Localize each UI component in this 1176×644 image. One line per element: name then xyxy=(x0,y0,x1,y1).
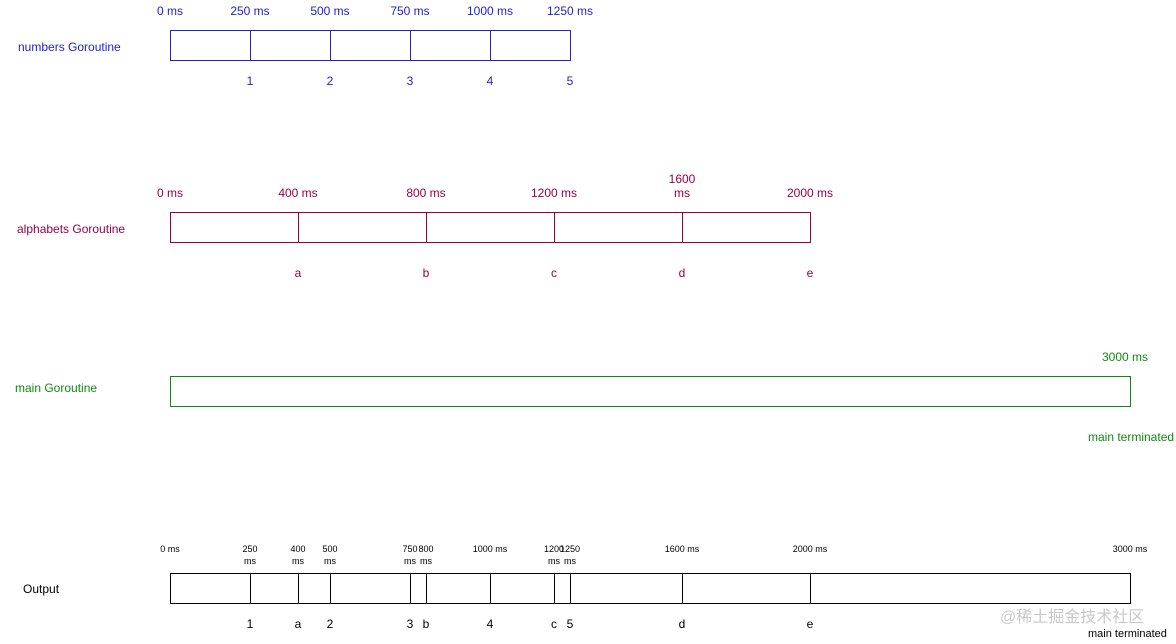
output-divider xyxy=(570,573,571,604)
alphabets-timeline-bar xyxy=(170,212,811,243)
output-event-label: 5 xyxy=(566,617,574,631)
output-divider xyxy=(810,573,811,604)
output-terminated-label: main terminated xyxy=(1088,628,1167,640)
output-tick-label: 2000 ms xyxy=(792,544,828,554)
output-event-label: 2 xyxy=(326,617,334,631)
numbers-tick-label: 750 ms xyxy=(390,4,430,18)
output-row-label: Output xyxy=(23,582,60,596)
output-tick-label: 0 ms xyxy=(160,544,180,554)
output-divider xyxy=(426,573,427,604)
output-event-label: b xyxy=(422,617,430,631)
output-event-label: 1 xyxy=(246,617,254,631)
numbers-event-label: 5 xyxy=(566,74,574,88)
numbers-timeline-bar xyxy=(170,30,571,61)
output-event-label: d xyxy=(678,617,686,631)
alphabets-tick-label: 800 ms xyxy=(406,186,446,200)
alphabets-divider xyxy=(554,212,555,243)
alphabets-divider xyxy=(426,212,427,243)
main-end-tick: 3000 ms xyxy=(1102,350,1149,364)
numbers-divider xyxy=(250,30,251,61)
numbers-tick-label: 1000 ms xyxy=(466,4,514,18)
numbers-event-label: 4 xyxy=(486,74,494,88)
output-event-label: a xyxy=(294,617,302,631)
alphabets-divider xyxy=(298,212,299,243)
output-event-label: e xyxy=(806,617,814,631)
numbers-event-label: 1 xyxy=(246,74,254,88)
alphabets-event-label: a xyxy=(294,266,302,280)
numbers-tick-label: 1250 ms xyxy=(546,4,594,18)
numbers-tick-label: 0 ms xyxy=(156,4,183,18)
output-tick-label: 1000 ms xyxy=(472,544,508,554)
alphabets-row-label: alphabets Goroutine xyxy=(17,222,126,236)
numbers-tick-label: 250 ms xyxy=(230,4,270,18)
numbers-row-label: numbers Goroutine xyxy=(18,40,121,54)
numbers-event-label: 2 xyxy=(326,74,334,88)
output-tick-label: 1600 ms xyxy=(664,544,700,554)
alphabets-event-label: d xyxy=(678,266,686,280)
alphabets-tick-label: 0 ms xyxy=(156,186,183,200)
main-row-label: main Goroutine xyxy=(15,381,98,395)
output-timeline-bar xyxy=(170,573,1131,604)
numbers-divider xyxy=(410,30,411,61)
output-tick-label: 3000 ms xyxy=(1112,544,1148,554)
output-event-label: 4 xyxy=(486,617,494,631)
output-divider xyxy=(554,573,555,604)
alphabets-tick-label: 1200 ms xyxy=(530,186,578,200)
output-divider xyxy=(682,573,683,604)
alphabets-divider xyxy=(682,212,683,243)
alphabets-event-label: b xyxy=(422,266,430,280)
output-divider xyxy=(298,573,299,604)
main-timeline-bar xyxy=(170,376,1131,407)
alphabets-tick-label: 2000 ms xyxy=(786,186,834,200)
alphabets-event-label: c xyxy=(551,266,557,280)
output-event-label: 3 xyxy=(406,617,414,631)
alphabets-event-label: e xyxy=(806,266,814,280)
numbers-divider xyxy=(490,30,491,61)
output-event-label: c xyxy=(551,617,557,631)
output-divider xyxy=(410,573,411,604)
numbers-divider xyxy=(330,30,331,61)
alphabets-tick-label: 400 ms xyxy=(278,186,318,200)
numbers-event-label: 3 xyxy=(406,74,414,88)
watermark: @稀土掘金技术社区 xyxy=(1000,609,1145,626)
output-divider xyxy=(490,573,491,604)
output-divider xyxy=(330,573,331,604)
numbers-tick-label: 500 ms xyxy=(310,4,350,18)
output-divider xyxy=(250,573,251,604)
main-terminated-label: main terminated xyxy=(1088,430,1175,444)
